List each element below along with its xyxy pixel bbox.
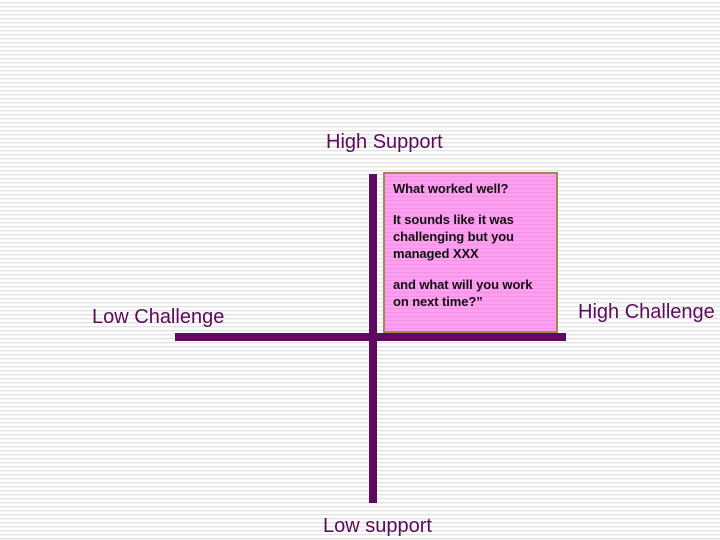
prompt-line-1: What worked well? [393,181,509,196]
axis-label-low-support: Low support [323,515,432,537]
axis-label-low-challenge: Low Challenge [92,306,225,328]
axis-label-high-challenge: High Challenge [578,301,715,323]
prompt-line-2: It sounds like it was challenging but yo… [393,212,514,261]
prompt-text-box: What worked well? It sounds like it was … [383,172,558,333]
axis-label-high-support: High Support [326,131,443,153]
prompt-line-3: and what will you work on next time?” [393,277,533,309]
challenge-axis-horizontal-line [175,333,566,341]
